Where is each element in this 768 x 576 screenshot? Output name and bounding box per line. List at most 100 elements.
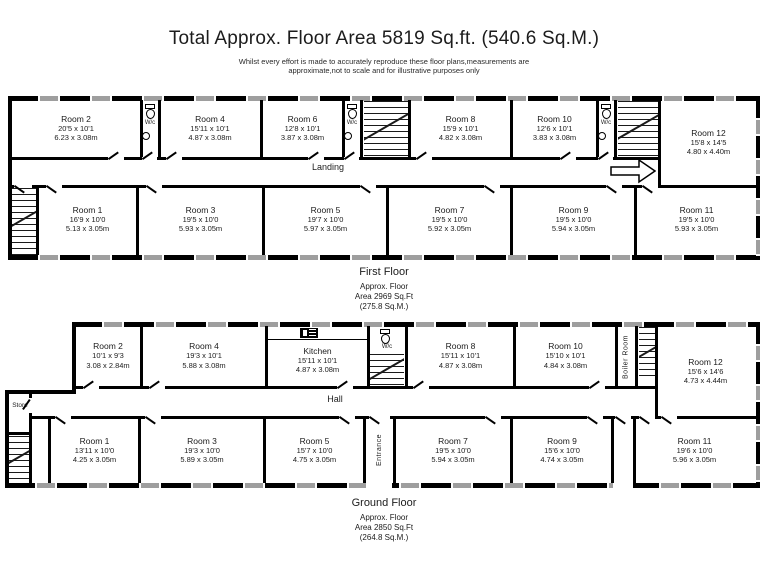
disclaimer-text: Whilst every effort is made to accuratel… [0, 57, 768, 75]
room-dims-m: 5.93 x 3.05m [178, 224, 223, 233]
kitchen-counter [268, 327, 367, 340]
area-line: Approx. Floor [359, 282, 409, 291]
first-floor-area: Approx. Floor Area 2969 Sq.Ft (275.8 Sq.… [0, 282, 768, 312]
first-floor-plan: Room 2 20'5 x 10'1 6.23 x 3.08m Room 4 1… [8, 96, 760, 260]
room-dims-m: 6.23 x 3.08m [54, 133, 98, 142]
window-wall [756, 96, 760, 260]
door [642, 185, 658, 188]
door [337, 386, 353, 389]
room-dims-m: 4.75 x 3.05m [292, 455, 337, 464]
wall [408, 100, 411, 160]
stairs [618, 101, 658, 157]
disclaimer-line-1: Whilst every effort is made to accuratel… [238, 57, 530, 66]
door [416, 157, 432, 160]
wall [633, 416, 636, 483]
room-dims-m: 4.80 x 4.40m [686, 147, 731, 156]
stairs [639, 327, 655, 381]
room-dims-m: 5.94 x 3.05m [431, 455, 475, 464]
ff-room-12: Room 12 15'8 x 14'5 4.80 x 4.40m [661, 102, 756, 182]
room-dims-ft: 19'5 x 10'0 [182, 214, 219, 224]
room-name: Room 2 [93, 341, 123, 351]
wall [510, 185, 513, 255]
ground-floor-area: Approx. Floor Area 2850 Sq.Ft (264.8 Sq.… [0, 513, 768, 543]
room-dims-m: 4.82 x 3.08m [438, 133, 483, 142]
door [145, 416, 161, 419]
wall [263, 416, 266, 483]
room-dims-m: 5.88 x 3.08m [182, 360, 226, 370]
ff-room-5: Room 5 19'7 x 10'0 5.97 x 3.05m [265, 188, 386, 250]
area-line: Area 2969 Sq.Ft [354, 292, 414, 301]
room-dims-m: 4.87 x 3.08m [295, 365, 340, 374]
door [606, 185, 622, 188]
door [142, 157, 157, 160]
room-dims-ft: 15'6 x 14'6 [687, 366, 724, 376]
room-dims-ft: 19'6 x 10'0 [676, 445, 713, 455]
room-dims-m: 5.93 x 3.05m [674, 224, 719, 233]
wc-label: W/c [144, 120, 156, 126]
wall [513, 326, 516, 387]
wall [36, 185, 39, 255]
ff-room-10: Room 10 12'6 x 10'1 3.83 x 3.08m [513, 102, 596, 154]
door [344, 157, 359, 160]
wall [5, 390, 76, 394]
room-dims-m: 5.89 x 3.05m [180, 455, 224, 464]
wall [510, 416, 513, 483]
room-name: Room 7 [438, 435, 468, 446]
ff-room-9: Room 9 19'5 x 10'0 5.94 x 3.05m [513, 188, 634, 250]
gf-room-11: Room 11 19'6 x 10'0 5.96 x 3.05m [636, 419, 753, 481]
wall [29, 416, 756, 419]
wall [260, 100, 263, 160]
room-name: Room 7 [434, 204, 465, 215]
gf-kitchen: Kitchen 15'11 x 10'1 4.87 x 3.08m [268, 336, 367, 384]
room-dims-m: 4.74 x 3.05m [540, 455, 584, 464]
wall [138, 416, 141, 483]
wall [12, 185, 756, 188]
door [14, 185, 32, 188]
room-dims-ft: 10'1 x 9'3 [92, 351, 124, 360]
room-dims-m: 3.08 x 2.84m [86, 360, 130, 370]
room-name: Room 9 [558, 204, 589, 215]
gf-room-8: Room 8 15'11 x 10'1 4.87 x 3.08m [408, 328, 513, 383]
window-wall [756, 322, 760, 488]
room-dims-ft: 15'6 x 10'0 [544, 445, 580, 455]
door [308, 157, 324, 160]
landing-label: Landing [311, 162, 345, 172]
room-dims-m: 5.94 x 3.05m [551, 224, 596, 233]
ff-room-1: Room 1 16'9 x 10'0 5.13 x 3.05m [39, 188, 136, 250]
first-floor-caption: First Floor [359, 266, 409, 278]
door [339, 416, 355, 419]
wall [405, 326, 408, 387]
wall [596, 100, 599, 160]
area-line: (275.8 Sq.M.) [359, 302, 409, 311]
wall [262, 185, 265, 255]
stairs [9, 436, 29, 480]
gf-room-1: Room 1 13'11 x 10'0 4.25 x 3.05m [51, 419, 138, 481]
window-wall [8, 96, 760, 101]
wall [29, 390, 32, 483]
area-line: Area 2850 Sq.Ft [354, 523, 414, 532]
door [360, 185, 376, 188]
wall [12, 157, 658, 160]
room-name: Room 11 [677, 435, 712, 446]
room-name: Room 9 [547, 435, 577, 446]
hall-label: Hall [327, 394, 343, 404]
ff-room-6: Room 6 12'8 x 10'1 3.87 x 3.08m [263, 102, 342, 154]
room-dims-ft: 19'3 x 10'1 [186, 351, 222, 360]
room-name: Room 12 [691, 127, 726, 138]
room-dims-ft: 19'3 x 10'0 [184, 445, 220, 455]
wc-label: W/c [600, 120, 612, 126]
disclaimer-line-2: approximate,not to scale and for illustr… [288, 66, 480, 75]
door [560, 157, 576, 160]
room-name: Room 5 [310, 204, 341, 215]
gf-room-4: Room 4 19'3 x 10'1 5.88 x 3.08m [143, 328, 265, 383]
room-dims-ft: 15'8 x 14'5 [690, 137, 727, 147]
basin-icon [344, 132, 352, 140]
room-dims-ft: 12'8 x 10'1 [284, 123, 321, 133]
ff-room-2: Room 2 20'5 x 10'1 6.23 x 3.08m [14, 102, 138, 154]
room-name: Room 12 [688, 356, 723, 367]
door [484, 185, 500, 188]
entrance-door-gap [366, 483, 392, 488]
wall [611, 416, 614, 483]
wall [393, 416, 396, 483]
wall [360, 100, 363, 160]
